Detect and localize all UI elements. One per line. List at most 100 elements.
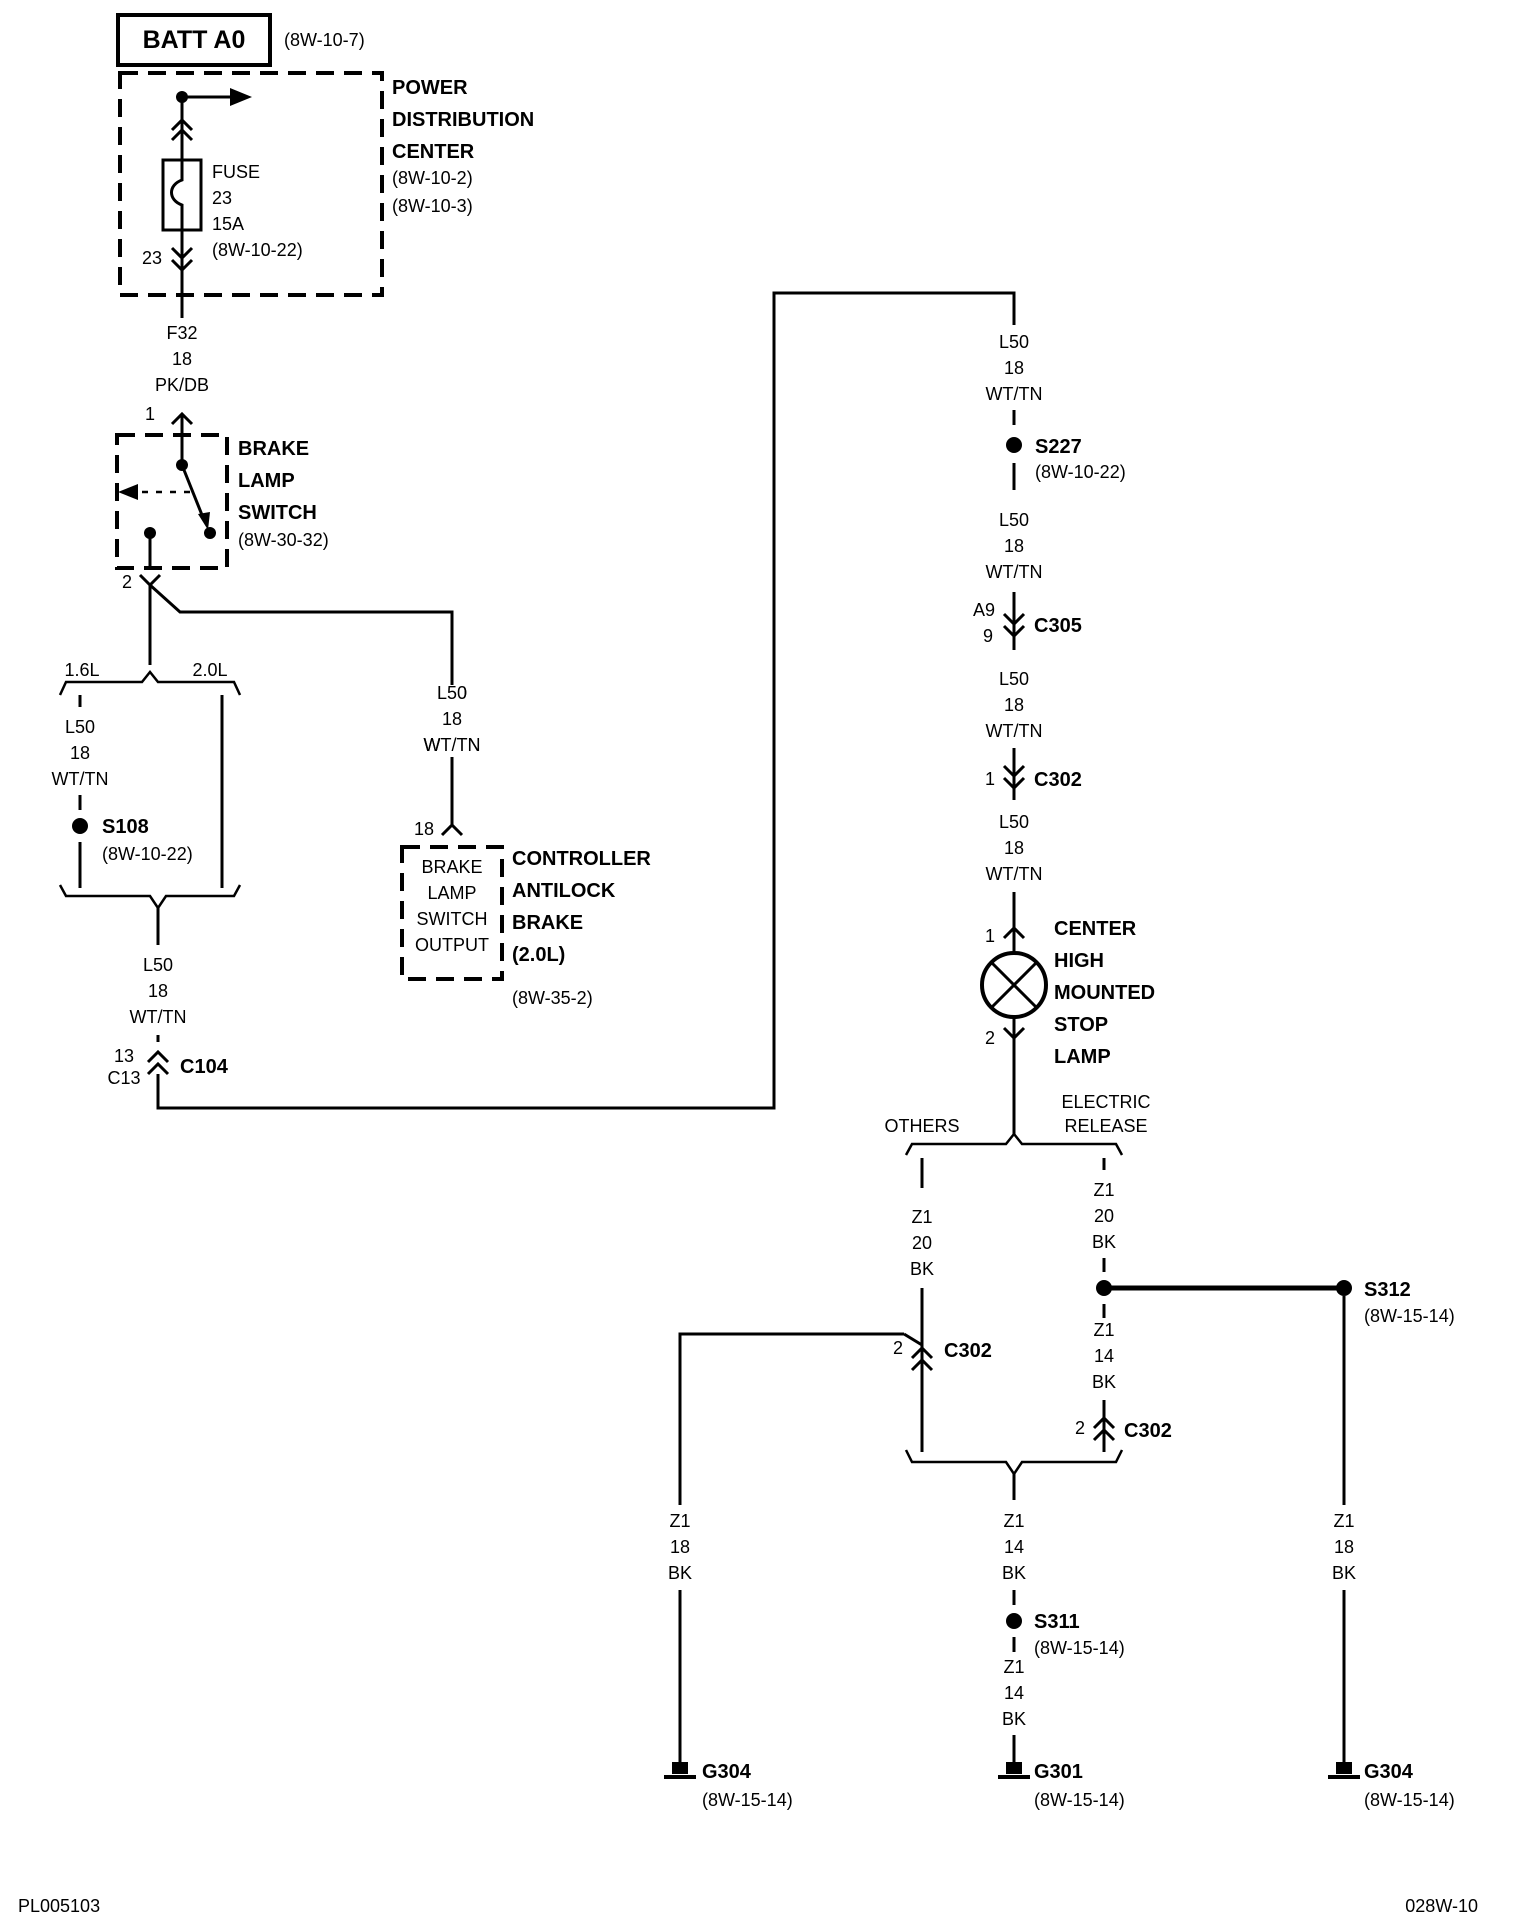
chmsl-name-5: LAMP	[1054, 1046, 1111, 1068]
chmsl-name-1: CENTER	[1054, 918, 1137, 940]
brake-switch-pin-out: 2	[122, 572, 132, 592]
batt-ref: (8W-10-7)	[284, 30, 365, 50]
c305-pin-1: A9	[973, 600, 995, 620]
engine-option-brace	[58, 669, 242, 696]
lamp-in-gauge: 18	[1004, 838, 1024, 858]
engine-option-left: 1.6L	[64, 660, 99, 680]
fuse-line-3: 15A	[212, 214, 244, 234]
abs-wire-color-top: WT/TN	[424, 735, 481, 755]
g304-left-wire-color: BK	[668, 1563, 692, 1583]
branch-option-right-1: ELECTRIC	[1061, 1092, 1150, 1112]
c104-name: C104	[180, 1056, 229, 1078]
c302-left-pin: 2	[893, 1338, 903, 1358]
c305-in-color: WT/TN	[986, 562, 1043, 582]
switch-contact-right	[204, 527, 216, 539]
g304-right-wire-color: BK	[1332, 1563, 1356, 1583]
c302-right-pin: 2	[1075, 1418, 1085, 1438]
fuse-bottom-connector-icon	[170, 246, 194, 273]
s108-name: S108	[102, 816, 149, 838]
abs-name-3: BRAKE	[512, 912, 583, 934]
s311-in-circuit: Z1	[1003, 1511, 1024, 1531]
c305-in-gauge: 18	[1004, 536, 1024, 556]
s312-name: S312	[1364, 1279, 1411, 1301]
lamp-in-color: WT/TN	[986, 864, 1043, 884]
s108-wire-gauge: 18	[70, 743, 90, 763]
batt-label: BATT A0	[143, 26, 246, 54]
abs-pin: 18	[414, 819, 434, 839]
l50-crossover-wire	[156, 291, 1016, 1110]
release-wire-gauge: 20	[1094, 1206, 1114, 1226]
g304-right-ground-icon	[1328, 1762, 1360, 1779]
brake-switch-name-2: LAMP	[238, 470, 295, 492]
abs-connector-icon	[440, 822, 464, 837]
g304-left-ground-icon	[664, 1762, 696, 1779]
fuse-line-4: (8W-10-22)	[212, 240, 303, 260]
c305-in-circuit: L50	[999, 510, 1029, 530]
release-14-circuit: Z1	[1093, 1320, 1114, 1340]
c104-pin-2: C13	[107, 1068, 140, 1088]
g304-right-wire-circuit: Z1	[1333, 1511, 1354, 1531]
s227-splice-dot	[1006, 437, 1022, 453]
switch-blade	[180, 464, 206, 521]
pdc-bus-arrow-icon	[230, 88, 252, 106]
g304-left-ref: (8W-15-14)	[702, 1790, 793, 1810]
c104-pin-1: 13	[114, 1046, 134, 1066]
pdc-ref-2: (8W-10-3)	[392, 196, 473, 216]
release-14-gauge: 14	[1094, 1346, 1114, 1366]
abs-feed-wire	[148, 583, 454, 825]
c305-name: C305	[1034, 615, 1082, 637]
abs-box-3: SWITCH	[417, 909, 488, 929]
s227-ref: (8W-10-22)	[1035, 462, 1126, 482]
c302-left-name: C302	[944, 1340, 992, 1362]
s312-ref: (8W-15-14)	[1364, 1306, 1455, 1326]
g304-left-feed-wire	[678, 1332, 904, 1505]
brake-switch-name-1: BRAKE	[238, 438, 309, 460]
pdc-name-3: CENTER	[392, 141, 475, 163]
f32-circuit: F32	[166, 323, 197, 343]
c104-wire-circuit: L50	[143, 955, 173, 975]
c305-connector-icon	[1002, 612, 1026, 639]
branch-option-left: OTHERS	[884, 1116, 959, 1136]
c302-left-connector-icon	[910, 1345, 934, 1372]
c302-in-gauge: 18	[1004, 695, 1024, 715]
c302-top-name: C302	[1034, 769, 1082, 791]
s311-name: S311	[1034, 1611, 1080, 1633]
abs-box	[400, 845, 504, 981]
engine-merge-brace	[58, 884, 242, 911]
fuse-element	[170, 160, 184, 230]
c104-connector-icon	[146, 1049, 170, 1076]
lamp-in-circuit: L50	[999, 812, 1029, 832]
abs-ref: (8W-35-2)	[512, 988, 593, 1008]
pdc-ref-1: (8W-10-2)	[392, 168, 473, 188]
c302-left-jog	[903, 1332, 923, 1347]
fuse-top-connector-icon	[170, 117, 194, 142]
release-wire-circuit: Z1	[1093, 1180, 1114, 1200]
abs-wire-circuit-top: L50	[437, 683, 467, 703]
c104-wire-gauge: 18	[148, 981, 168, 1001]
s108-wire-circuit: L50	[65, 717, 95, 737]
brake-switch-name-3: SWITCH	[238, 502, 317, 524]
s108-ref: (8W-10-22)	[102, 844, 193, 864]
s227-label-bg	[990, 325, 1038, 407]
g301-wire-circuit: Z1	[1003, 1657, 1024, 1677]
c302-top-connector-icon	[1002, 764, 1026, 791]
pdc-box	[118, 71, 384, 297]
release-wire-color: BK	[1092, 1232, 1116, 1252]
branch-option-right-2: RELEASE	[1064, 1116, 1147, 1136]
g301-ground-icon	[998, 1762, 1030, 1779]
s108-splice-dot	[72, 818, 88, 834]
abs-box-2: LAMP	[427, 883, 476, 903]
s227-in-color: WT/TN	[986, 384, 1043, 404]
switch-actuator-arrow-icon	[118, 484, 138, 500]
s311-ref: (8W-15-14)	[1034, 1638, 1125, 1658]
s227-in-circuit: L50	[999, 332, 1029, 352]
footer-left: PL005103	[18, 1896, 100, 1916]
c104-wire-color: WT/TN	[130, 1007, 187, 1027]
lamp-in-connector-icon	[1002, 925, 1026, 940]
s108-wire-color: WT/TN	[52, 769, 109, 789]
c302-in-circuit: L50	[999, 669, 1029, 689]
abs-name-2: ANTILOCK	[512, 880, 616, 902]
switch-blade-arrow-icon	[198, 512, 210, 530]
brake-switch-pin-in: 1	[145, 404, 155, 424]
g301-wire-gauge: 14	[1004, 1683, 1024, 1703]
